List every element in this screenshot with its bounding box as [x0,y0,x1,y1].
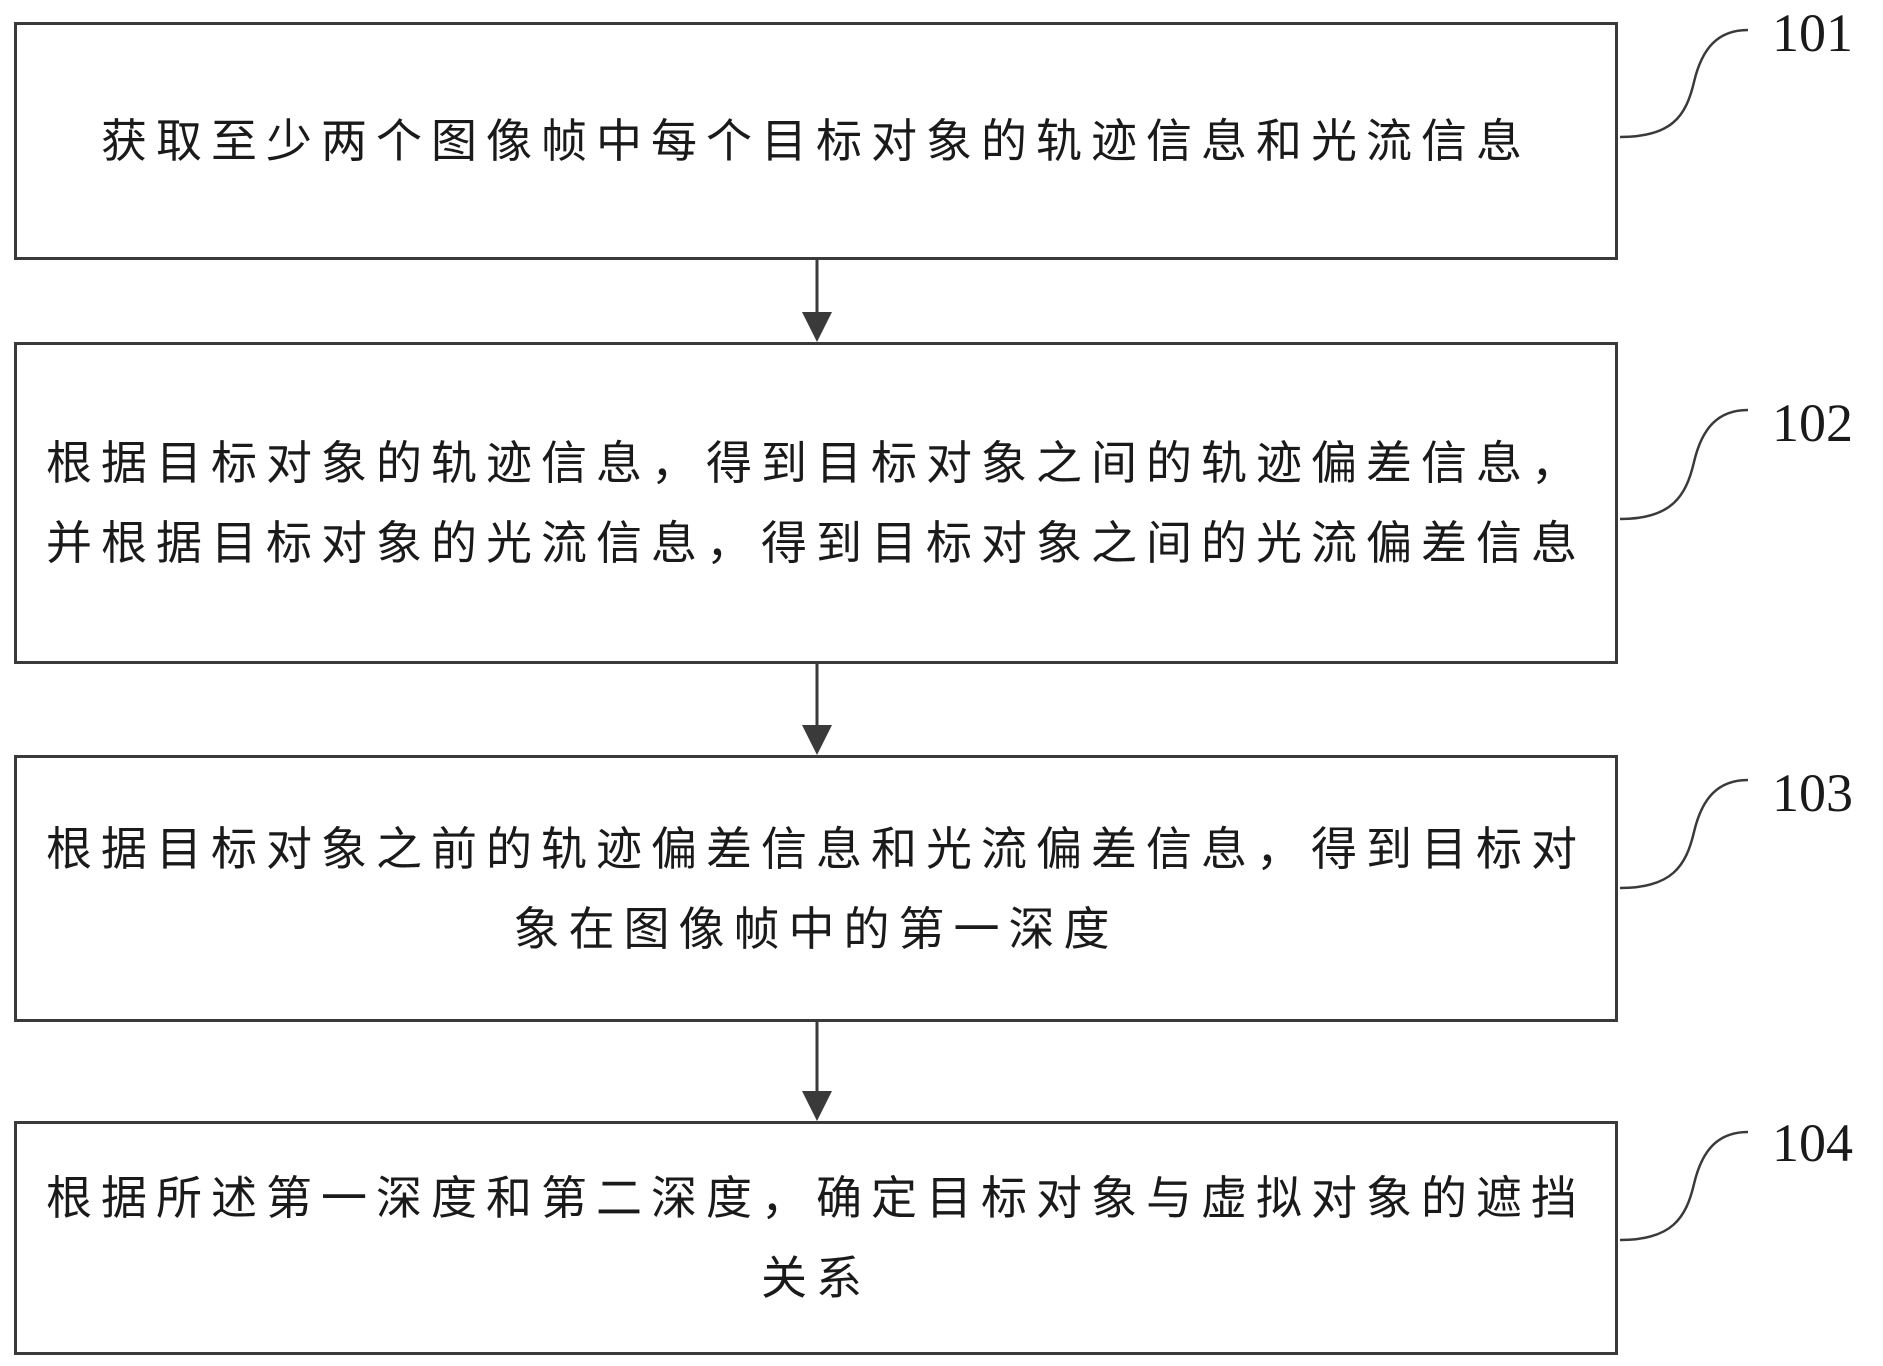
step-102-number: 102 [1772,393,1853,453]
step-103-number: 103 [1772,763,1853,823]
arrow-101-to-102 [802,260,832,342]
step-104-text: 根据所述第一深度和第二深度，确定目标对象与虚拟对象的遮挡关系 [46,1171,1586,1305]
leader-line-103 [1619,778,1749,890]
arrowhead-icon [802,725,832,755]
step-103-box: 根据目标对象之前的轨迹偏差信息和光流偏差信息，得到目标对象在图像帧中的第一深度 [14,755,1618,1022]
step-104-number: 104 [1772,1113,1853,1173]
step-102-box: 根据目标对象的轨迹信息，得到目标对象之间的轨迹偏差信息，并根据目标对象的光流信息… [14,342,1618,664]
step-102-text: 根据目标对象的轨迹信息，得到目标对象之间的轨迹偏差信息，并根据目标对象的光流信息… [46,436,1586,570]
step-101-number: 101 [1772,3,1853,63]
step-103-text: 根据目标对象之前的轨迹偏差信息和光流偏差信息，得到目标对象在图像帧中的第一深度 [46,821,1586,956]
leader-line-104 [1619,1130,1749,1242]
step-104-box: 根据所述第一深度和第二深度，确定目标对象与虚拟对象的遮挡关系 [14,1121,1618,1355]
leader-line-101 [1619,28,1749,139]
arrowhead-icon [802,1091,832,1121]
arrow-102-to-103 [802,664,832,755]
arrowhead-icon [802,312,832,342]
leader-line-102 [1619,408,1749,521]
step-101-text: 获取至少两个图像帧中每个目标对象的轨迹信息和光流信息 [101,114,1531,168]
step-101-box: 获取至少两个图像帧中每个目标对象的轨迹信息和光流信息 [14,22,1618,260]
arrow-103-to-104 [802,1022,832,1121]
